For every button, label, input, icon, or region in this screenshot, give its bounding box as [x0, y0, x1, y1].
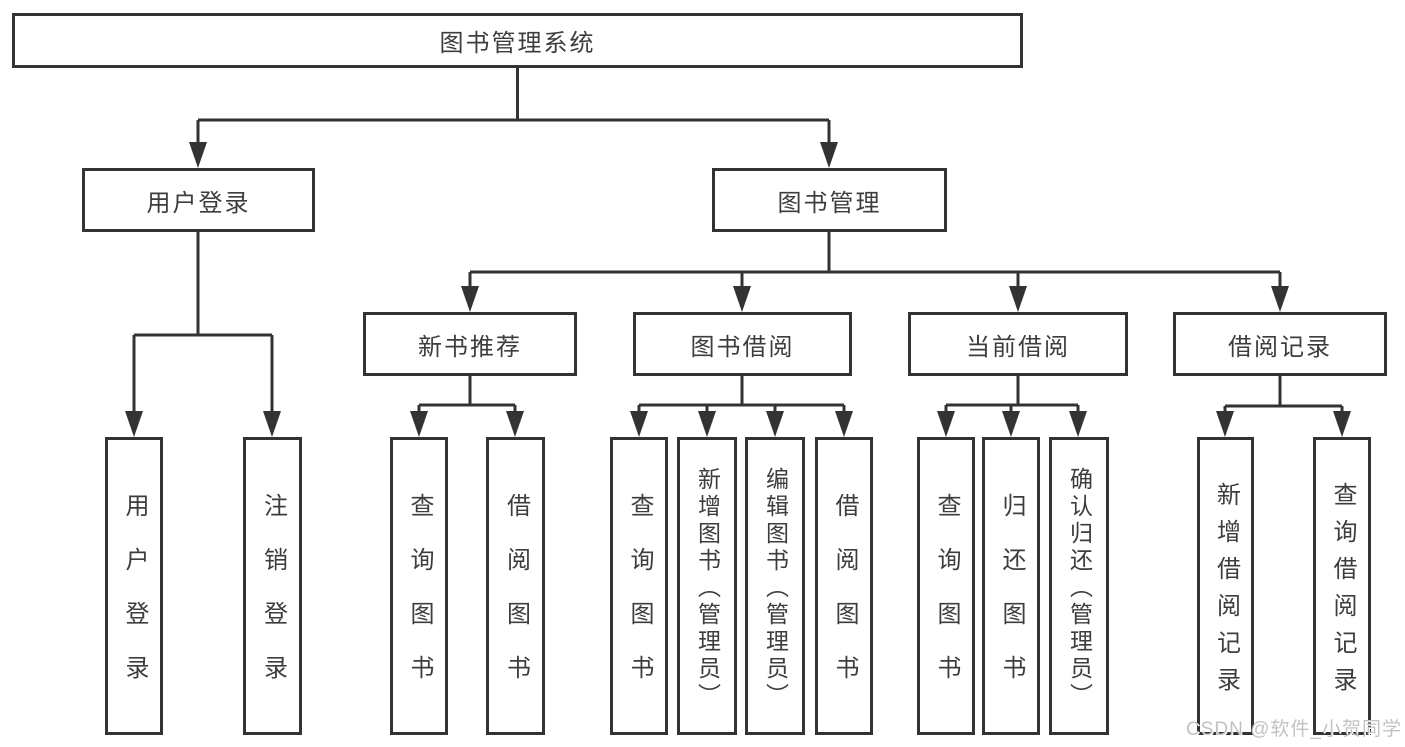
- leaf-label: 新增借阅记录: [1212, 482, 1240, 704]
- node-label: 图书借阅: [690, 333, 795, 361]
- leaf-label: 借阅图书: [502, 493, 530, 709]
- leaf-query-books-3: 查询图书: [917, 437, 975, 735]
- leaf-confirm-return-admin: 确认归还（管理员）: [1049, 437, 1109, 735]
- leaf-label: 借阅图书: [831, 493, 858, 709]
- node-book-management-system: 图书管理系统: [12, 13, 1023, 68]
- leaf-label: 查询图书: [406, 493, 433, 709]
- leaf-query-borrow-record: 查询借阅记录: [1313, 437, 1371, 735]
- leaf-label: 查询借阅记录: [1329, 482, 1356, 704]
- node-label: 借阅记录: [1228, 333, 1332, 361]
- leaf-add-borrow-record: 新增借阅记录: [1197, 437, 1254, 735]
- leaf-label: 注销登录: [259, 493, 287, 709]
- leaf-label: 新增图书（管理员）: [694, 466, 721, 710]
- leaf-logout: 注销登录: [243, 437, 302, 735]
- node-book-borrowing: 图书借阅: [633, 312, 852, 376]
- leaf-user-login: 用户登录: [105, 437, 163, 735]
- node-borrow-records: 借阅记录: [1173, 312, 1387, 376]
- node-label: 当前借阅: [966, 333, 1070, 361]
- node-label: 图书管理: [777, 189, 882, 217]
- node-label: 新书推荐: [418, 333, 522, 361]
- leaf-borrow-books-2: 借阅图书: [815, 437, 873, 735]
- leaf-add-books-admin: 新增图书（管理员）: [677, 437, 737, 735]
- leaf-label: 归还图书: [998, 493, 1025, 709]
- node-label: 用户登录: [146, 189, 251, 217]
- leaf-return-books: 归还图书: [982, 437, 1040, 735]
- node-book-management: 图书管理: [712, 168, 947, 232]
- watermark: CSDN @软件_小贺同学: [1186, 719, 1402, 740]
- leaf-borrow-books-1: 借阅图书: [486, 437, 545, 735]
- leaf-edit-books-admin: 编辑图书（管理员）: [745, 437, 805, 735]
- leaf-label: 用户登录: [121, 493, 148, 709]
- leaf-label: 查询图书: [933, 493, 960, 709]
- node-new-book-recommend: 新书推荐: [363, 312, 577, 376]
- node-label: 图书管理系统: [439, 30, 596, 57]
- leaf-query-books-2: 查询图书: [610, 437, 668, 735]
- node-current-borrowing: 当前借阅: [908, 312, 1128, 376]
- leaf-label: 编辑图书（管理员）: [762, 466, 789, 710]
- leaf-query-books-1: 查询图书: [390, 437, 448, 735]
- leaf-label: 确认归还（管理员）: [1066, 466, 1093, 710]
- node-user-login: 用户登录: [82, 168, 315, 232]
- leaf-label: 查询图书: [626, 493, 653, 709]
